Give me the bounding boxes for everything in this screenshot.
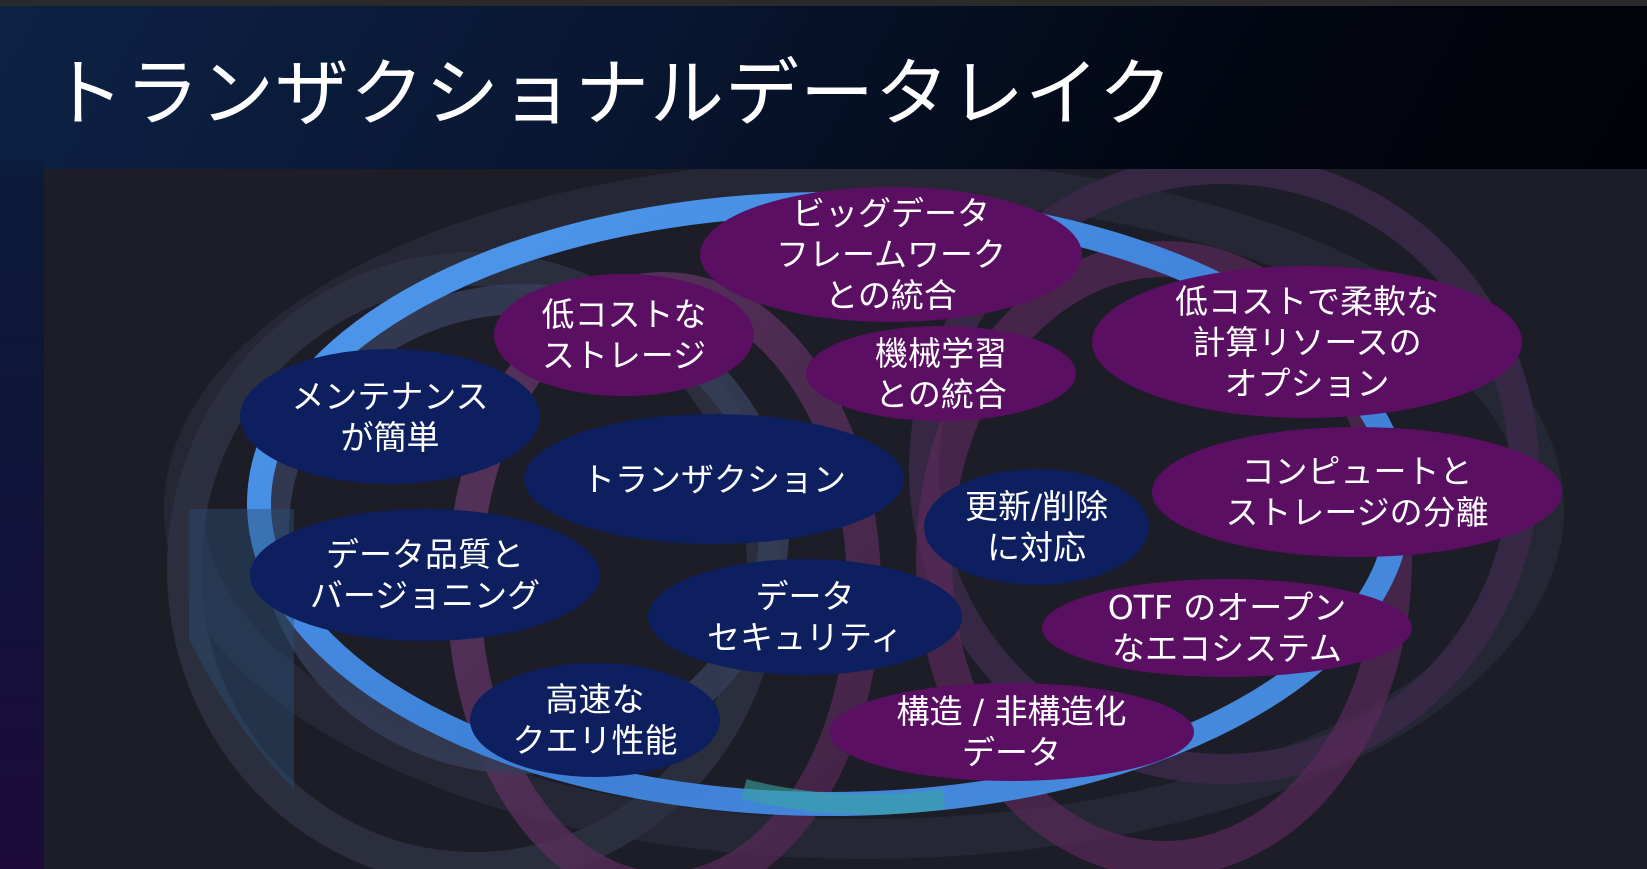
bubble-lowcost-storage: 低コストな ストレージ bbox=[494, 274, 754, 396]
bubble-structured-unstructured: 構造 / 非構造化 データ bbox=[829, 683, 1194, 781]
diagram-panel: ビッグデータ フレームワーク との統合 低コストな ストレージ 機械学習 との統… bbox=[44, 169, 1647, 869]
bubble-bigdata-integration: ビッグデータ フレームワーク との統合 bbox=[700, 187, 1082, 322]
bubble-quality-versioning: データ品質と バージョニング bbox=[250, 509, 600, 641]
bubble-data-security: データ セキュリティ bbox=[648, 559, 962, 675]
slide-title: トランザクショナルデータレイク bbox=[50, 51, 1174, 137]
bubble-maintenance: メンテナンス が簡単 bbox=[240, 349, 540, 484]
bubble-flexible-compute: 低コストで柔軟な 計算リソースの オプション bbox=[1092, 266, 1522, 418]
bubble-otf-ecosystem: OTF のオープン なエコシステム bbox=[1042, 579, 1412, 677]
bubble-compute-storage-separation: コンピュートと ストレージの分離 bbox=[1152, 427, 1562, 557]
bubble-ml-integration: 機械学習 との統合 bbox=[806, 326, 1076, 421]
left-accent-bar bbox=[0, 160, 44, 869]
teal-highlight bbox=[741, 779, 946, 815]
bubble-transaction: トランザクション bbox=[524, 414, 904, 544]
bubble-update-delete: 更新/削除 に対応 bbox=[924, 469, 1149, 585]
bubble-query-performance: 高速な クエリ性能 bbox=[470, 663, 720, 777]
